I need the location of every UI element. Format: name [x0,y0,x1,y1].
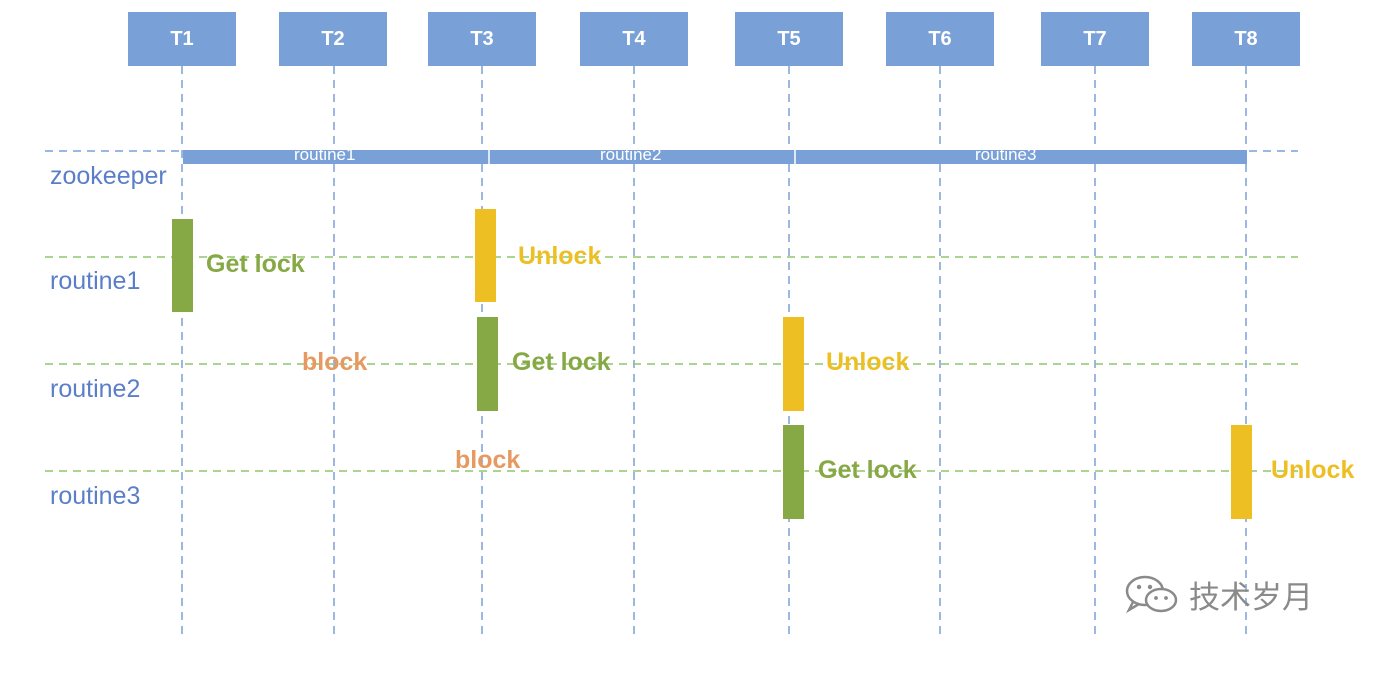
routine2-get-lock-label: Get lock [512,348,611,376]
row-label-zookeeper: zookeeper [50,162,167,190]
routine3-block-label: block [455,446,521,474]
time-label: T6 [928,27,952,50]
watermark: 技术岁月 [1123,572,1313,617]
time-label: T5 [777,27,801,50]
time-box-t7: T7 [1041,12,1149,66]
routine2-get-lock-bar [477,317,498,411]
routine1-get-lock-bar [172,219,193,312]
time-box-t2: T2 [279,12,387,66]
row-label-routine1: routine1 [50,267,141,295]
routine2-unlock-bar [783,317,804,411]
routine3-unlock-bar [1231,425,1252,519]
watermark-text: 技术岁月 [1189,580,1313,615]
time-box-t5: T5 [735,12,843,66]
row-label-routine3: routine3 [50,482,141,510]
routine1-unlock-bar [475,209,496,302]
time-label: T3 [470,27,494,50]
time-label: T8 [1234,27,1258,50]
time-box-t6: T6 [886,12,994,66]
routine3-unlock-label: Unlock [1271,456,1355,484]
row-label-routine2: routine2 [50,375,141,403]
routine1-unlock-label: Unlock [518,242,602,270]
zookeeper-segment-label-2: routine2 [600,145,662,164]
time-label: T2 [321,27,345,50]
zookeeper-segment-label-1: routine1 [294,145,356,164]
time-label: T1 [170,27,194,50]
routine-lanes [45,256,1298,472]
time-box-t3: T3 [428,12,536,66]
zookeeper-segment-label-3: routine3 [975,145,1037,164]
routine2-unlock-label: Unlock [826,348,910,376]
time-box-t4: T4 [580,12,688,66]
zookeeper-bar [183,150,1247,164]
time-box-t8: T8 [1192,12,1300,66]
time-label: T4 [622,27,646,50]
wechat-icon [1125,575,1178,613]
routine2-block-label: block [302,348,368,376]
routine1-get-lock-label: Get lock [206,250,305,278]
time-box-t1: T1 [128,12,236,66]
time-label: T7 [1083,27,1107,50]
routine3-get-lock-bar [783,425,804,519]
routine3-get-lock-label: Get lock [818,456,917,484]
